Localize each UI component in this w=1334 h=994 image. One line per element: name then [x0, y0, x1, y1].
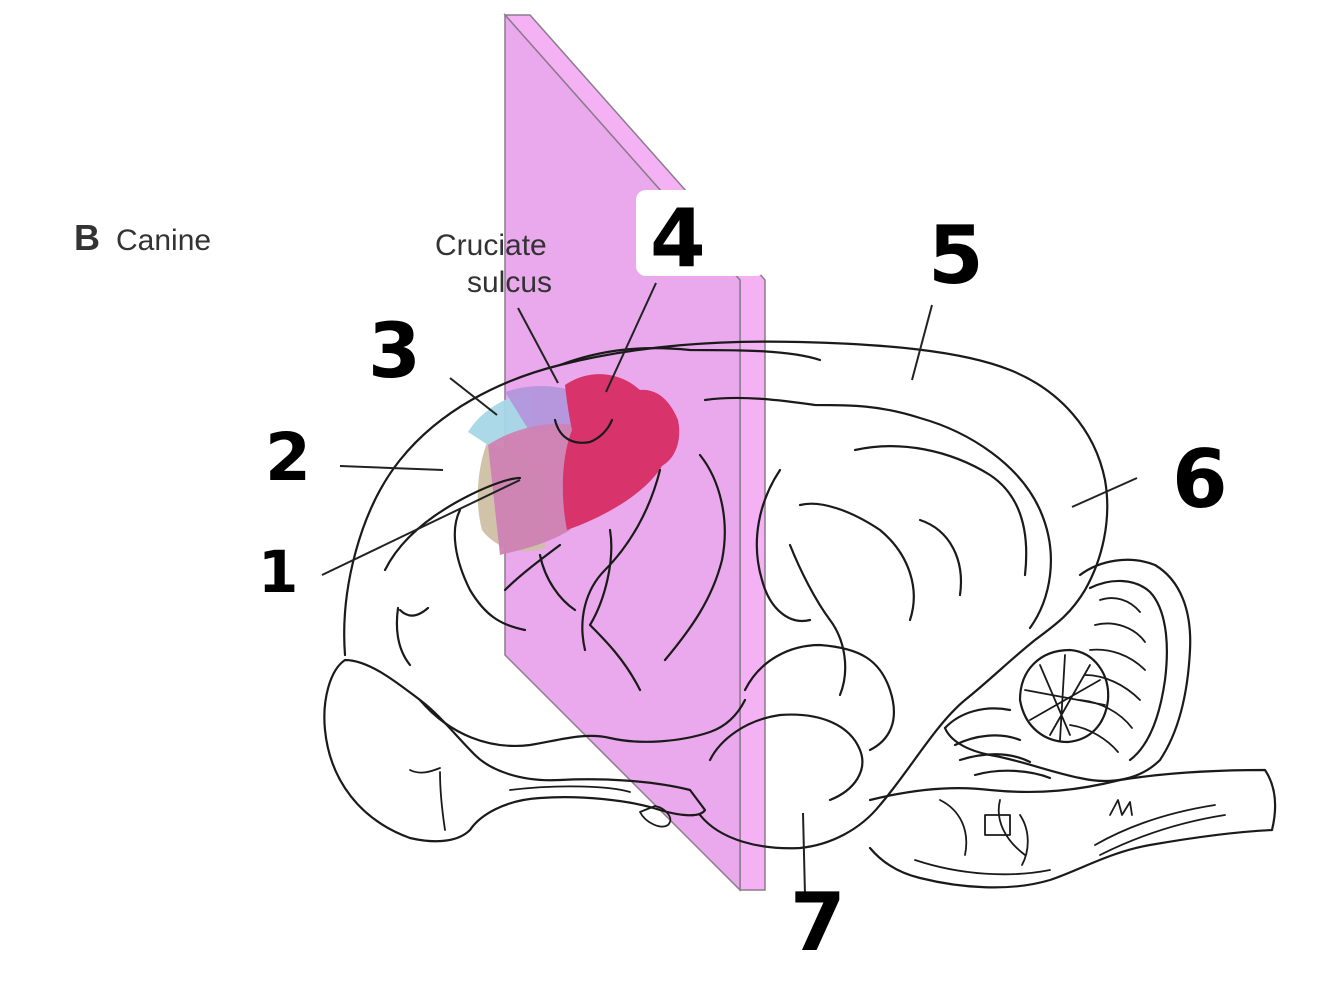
sulci — [383, 347, 1052, 802]
panel-title: Canine — [116, 224, 211, 257]
optic-nerve — [639, 805, 672, 828]
leader-lines — [321, 282, 1138, 896]
number-6: 6 — [1172, 433, 1228, 526]
number-7: 7 — [790, 876, 846, 969]
number-2: 2 — [265, 419, 311, 496]
olfactory-bulb — [323, 658, 707, 843]
panel-letter: B — [74, 217, 100, 258]
number-3: 3 — [368, 306, 421, 395]
cerebellum — [943, 558, 1192, 783]
number-4: 4 — [650, 192, 706, 285]
number-5: 5 — [928, 209, 984, 302]
sulcus-label-line2: sulcus — [467, 266, 552, 299]
number-1: 1 — [258, 538, 298, 606]
brainstem — [868, 768, 1277, 889]
olfactory-tract — [509, 785, 631, 793]
region-premotor — [488, 423, 575, 555]
sulcus-label-line1: Cruciate — [435, 229, 547, 262]
cerebrum-outline — [343, 340, 1109, 850]
rhinal-sulcus — [418, 698, 747, 747]
region-lavender — [505, 386, 575, 432]
olfactory-inner — [409, 767, 446, 831]
region-motor — [562, 374, 680, 530]
label-4-backing — [636, 190, 766, 276]
